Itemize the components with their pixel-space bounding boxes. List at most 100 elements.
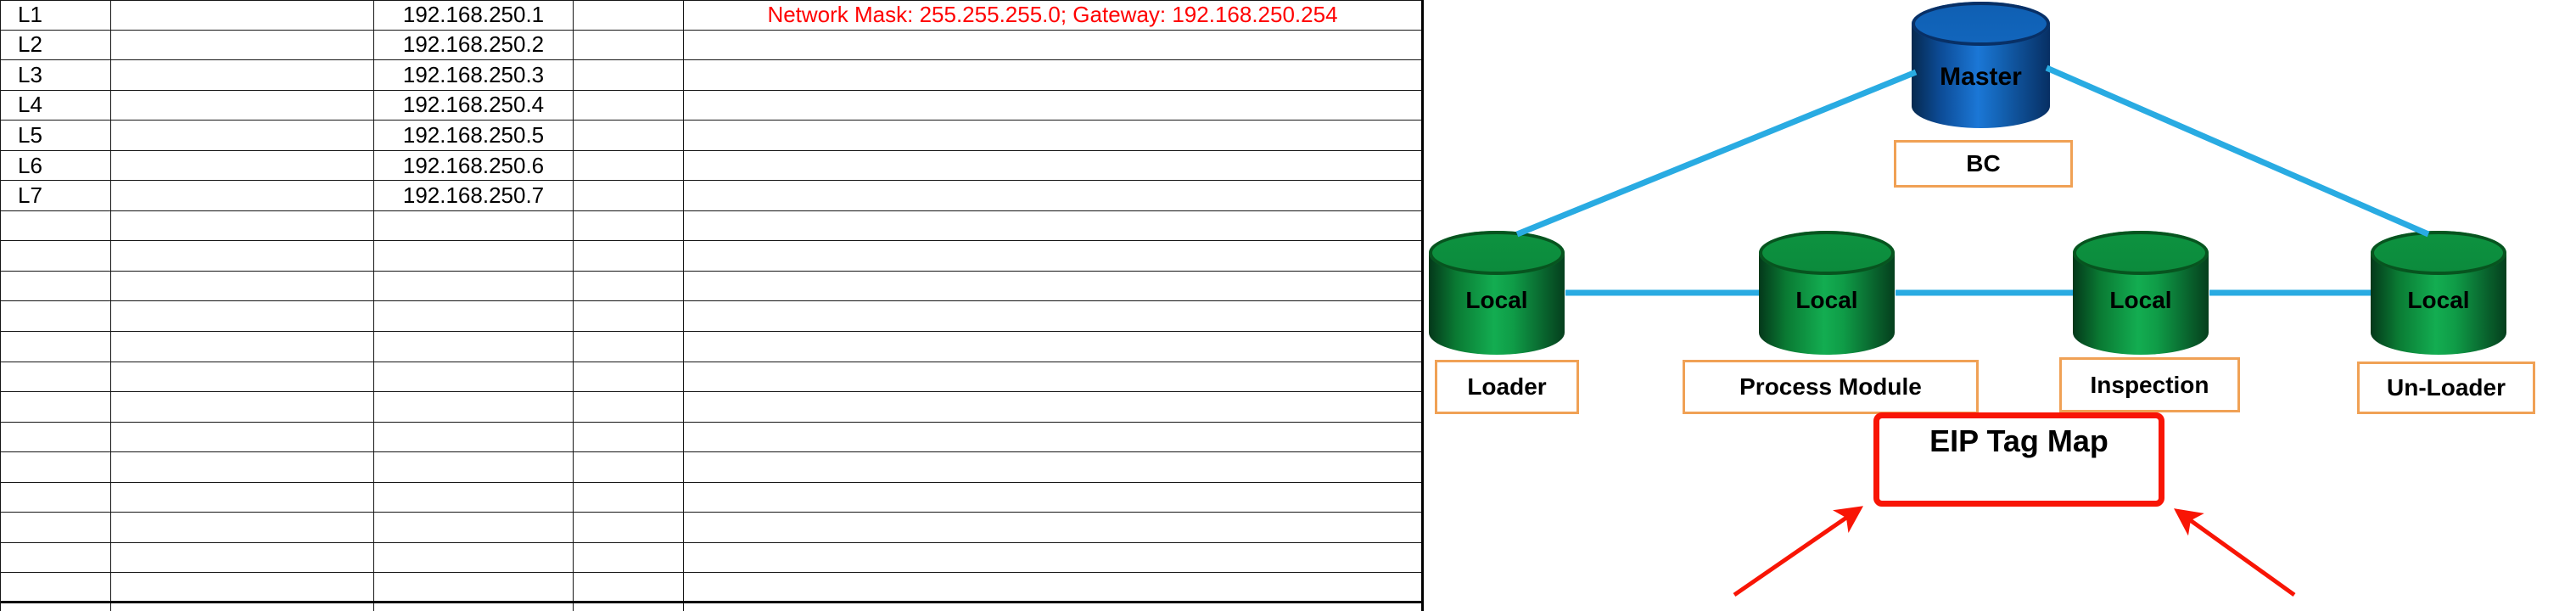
cell-ip[interactable]: [374, 482, 574, 513]
caption-box-un-loader[interactable]: Un-Loader: [2357, 362, 2535, 414]
cell-ip[interactable]: 192.168.250.3: [374, 60, 574, 90]
cell-blank[interactable]: [574, 1, 684, 30]
bc-caption-box[interactable]: BC: [1894, 140, 2073, 188]
cell-blank[interactable]: [574, 332, 684, 362]
cell-blank[interactable]: [574, 150, 684, 181]
cell-ip[interactable]: 192.168.250.1: [374, 1, 574, 30]
cell-blank[interactable]: [111, 603, 374, 611]
cell-note[interactable]: [684, 392, 1421, 422]
cell-blank[interactable]: [111, 90, 374, 121]
cell-blank[interactable]: [574, 60, 684, 90]
cell-note[interactable]: [684, 121, 1421, 150]
cell-blank[interactable]: [574, 181, 684, 210]
cell-ip[interactable]: [374, 392, 574, 422]
cell-row-label[interactable]: [1, 332, 111, 362]
cell-row-label[interactable]: [1, 362, 111, 392]
cell-note[interactable]: [684, 513, 1421, 542]
cell-blank[interactable]: [574, 542, 684, 573]
cell-blank[interactable]: [111, 60, 374, 90]
cell-note[interactable]: [684, 241, 1421, 271]
caption-box-loader[interactable]: Loader: [1435, 360, 1579, 414]
cell-ip[interactable]: 192.168.250.6: [374, 150, 574, 181]
cell-row-label[interactable]: [1, 482, 111, 513]
cell-row-label[interactable]: [1, 210, 111, 241]
cell-note[interactable]: [684, 60, 1421, 90]
cell-blank[interactable]: [111, 210, 374, 241]
cell-row-label[interactable]: [1, 271, 111, 301]
cell-ip[interactable]: [374, 422, 574, 452]
cell-row-label[interactable]: L1: [1, 1, 111, 30]
cell-ip[interactable]: 192.168.250.5: [374, 121, 574, 150]
cell-blank[interactable]: [684, 603, 1421, 611]
cell-blank[interactable]: [111, 121, 374, 150]
cell-blank[interactable]: [574, 422, 684, 452]
cell-ip[interactable]: 192.168.250.7: [374, 181, 574, 210]
cell-ip[interactable]: [374, 573, 574, 601]
cell-row-label[interactable]: L2: [1, 30, 111, 60]
cell-note[interactable]: [684, 301, 1421, 331]
local-db-cylinder-loader[interactable]: Local: [1429, 231, 1565, 355]
cell-blank[interactable]: [111, 30, 374, 60]
cell-blank[interactable]: [111, 513, 374, 542]
cell-row-label[interactable]: [1, 573, 111, 601]
cell-note[interactable]: [684, 362, 1421, 392]
cell-note[interactable]: [684, 543, 1421, 573]
cell-blank[interactable]: [374, 603, 574, 611]
cell-row-label[interactable]: [1, 422, 111, 452]
cell-blank[interactable]: [574, 121, 684, 150]
cell-blank[interactable]: [111, 482, 374, 513]
cell-blank[interactable]: [111, 452, 374, 482]
cell-note[interactable]: [684, 91, 1421, 121]
cell-blank[interactable]: [574, 30, 684, 60]
cell-row-label[interactable]: L4: [1, 90, 111, 121]
cell-blank[interactable]: [574, 271, 684, 301]
cell-blank[interactable]: [111, 542, 374, 573]
local-db-cylinder-inspection[interactable]: Local: [2073, 231, 2209, 355]
cell-row-label[interactable]: L3: [1, 60, 111, 90]
cell-blank[interactable]: [111, 271, 374, 301]
cell-blank[interactable]: [574, 513, 684, 542]
cell-blank[interactable]: [574, 90, 684, 121]
cell-blank[interactable]: [574, 362, 684, 392]
cell-note[interactable]: [684, 452, 1421, 482]
cell-blank[interactable]: [574, 573, 684, 601]
cell-ip[interactable]: [374, 301, 574, 332]
cell-blank[interactable]: [111, 332, 374, 362]
cell-ip[interactable]: 192.168.250.4: [374, 90, 574, 121]
cell-ip[interactable]: 192.168.250.2: [374, 30, 574, 60]
cell-ip[interactable]: [374, 362, 574, 392]
cell-note[interactable]: [684, 211, 1421, 241]
cell-note[interactable]: [684, 423, 1421, 452]
cell-note[interactable]: [684, 181, 1421, 210]
cell-row-label[interactable]: [1, 513, 111, 542]
cell-note[interactable]: [684, 573, 1421, 601]
cell-ip[interactable]: [374, 332, 574, 362]
cell-blank[interactable]: [574, 392, 684, 422]
cell-blank[interactable]: [574, 603, 684, 611]
cell-blank[interactable]: [111, 181, 374, 210]
cell-row-label[interactable]: [1, 301, 111, 332]
cell-blank[interactable]: [574, 482, 684, 513]
cell-note[interactable]: [684, 272, 1421, 301]
cell-row-label[interactable]: [1, 392, 111, 422]
cell-note[interactable]: [684, 483, 1421, 513]
caption-box-inspection[interactable]: Inspection: [2059, 357, 2240, 412]
master-db-cylinder[interactable]: Master: [1912, 2, 2050, 128]
cell-blank[interactable]: [111, 392, 374, 422]
cell-row-label[interactable]: L7: [1, 181, 111, 210]
cell-blank[interactable]: [111, 422, 374, 452]
cell-ip[interactable]: [374, 542, 574, 573]
cell-note[interactable]: Network Mask: 255.255.255.0; Gateway: 19…: [684, 1, 1421, 30]
local-db-cylinder-process-module[interactable]: Local: [1759, 231, 1895, 355]
cell-ip[interactable]: [374, 452, 574, 482]
cell-note[interactable]: [684, 31, 1421, 60]
eip-tag-map-box[interactable]: EIP Tag Map: [1873, 412, 2164, 507]
cell-row-label[interactable]: [1, 241, 111, 271]
cell-blank[interactable]: [574, 210, 684, 241]
cell-blank[interactable]: [111, 573, 374, 601]
cell-blank[interactable]: [111, 362, 374, 392]
cell-blank[interactable]: [111, 1, 374, 30]
caption-box-process-module[interactable]: Process Module: [1683, 360, 1979, 414]
cell-ip[interactable]: [374, 241, 574, 271]
cell-blank[interactable]: [574, 241, 684, 271]
